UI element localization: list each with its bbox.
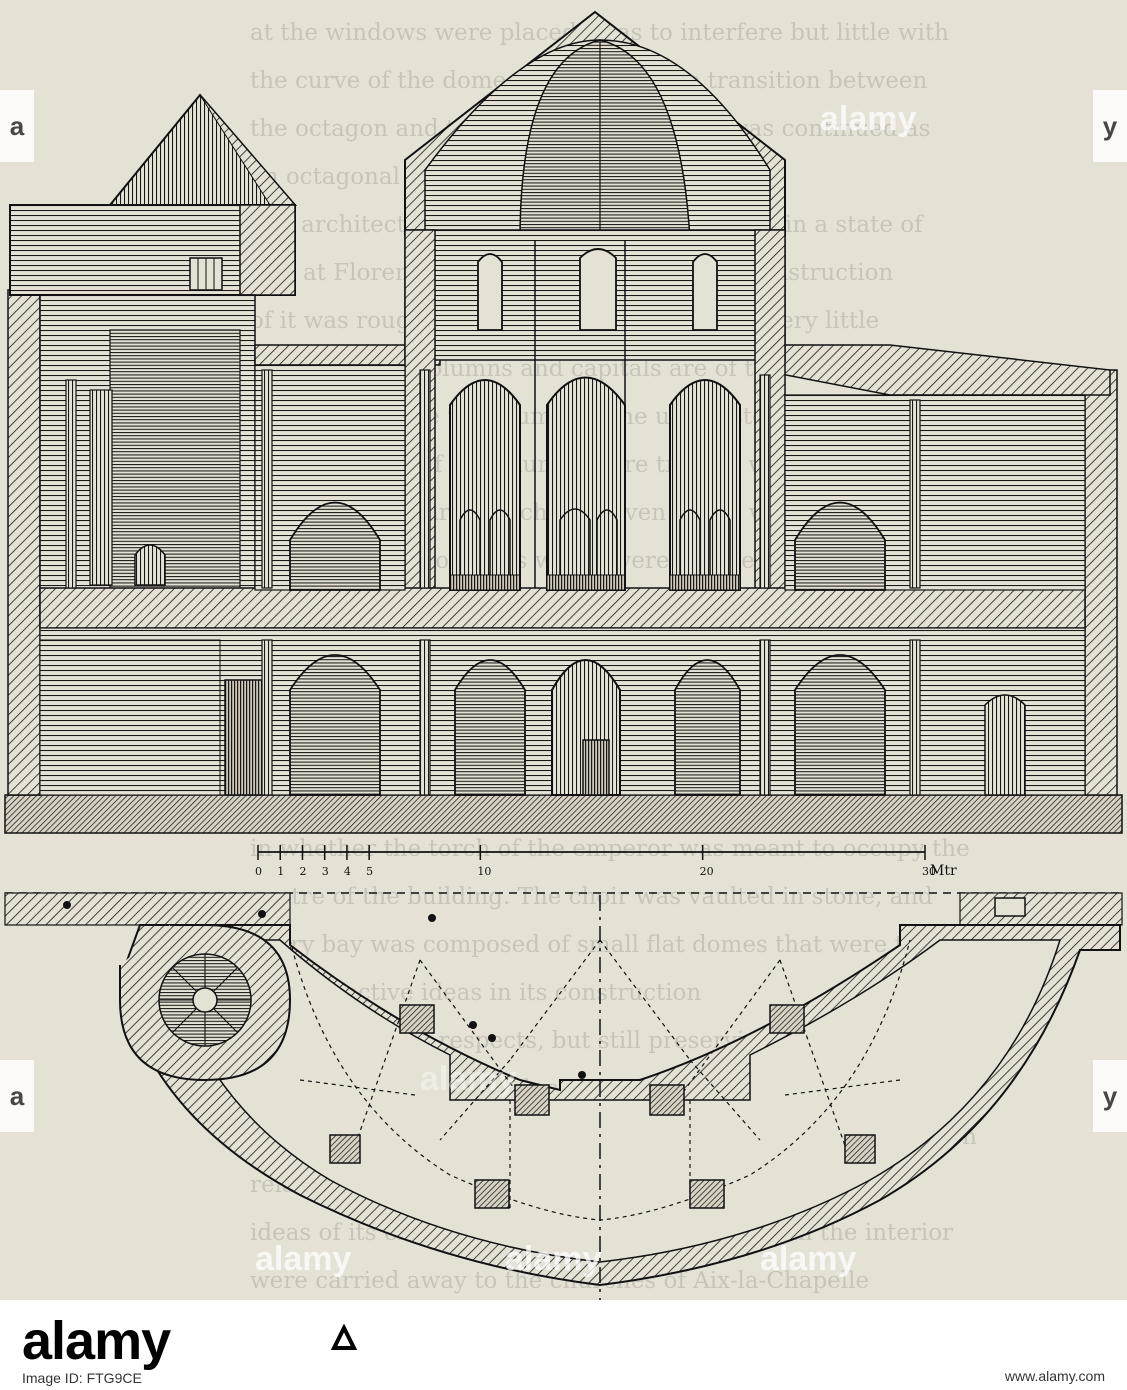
brand-mark-icon (330, 1323, 358, 1350)
scale-unit: Mtr (930, 863, 957, 879)
plan-dotted-vaults (289, 939, 911, 1221)
watermark-edge-tab: y (1093, 1060, 1127, 1132)
spiral-staircase (119, 924, 292, 1082)
watermark-edge-tab: y (1093, 90, 1127, 162)
gallery-floor (39, 587, 1086, 629)
scale-tick-label: 1 (277, 865, 284, 878)
stock-footer: alamy Image ID: FTG9CE www.alamy.com (0, 1300, 1127, 1390)
plan-niche (994, 897, 1026, 917)
watermark-logo: alamy (760, 1240, 857, 1278)
scale-tick-label: 10 (477, 865, 491, 878)
right-outer-wall (1084, 369, 1118, 796)
right-aisle-roof (759, 344, 1111, 396)
watermark-logo: alamy (820, 100, 917, 138)
upper-gallery-arches (254, 364, 1086, 591)
background-text-line: every bay was composed of small flat dom… (250, 932, 933, 958)
image-id-label: Image ID: FTG9CE (22, 1370, 142, 1386)
columns (65, 369, 921, 796)
section-elevation (4, 10, 1123, 834)
site-url[interactable]: www.alamy.com (1004, 1368, 1105, 1384)
scale-tick-label: 20 (700, 865, 714, 878)
scale-tick-label: 0 (255, 865, 262, 878)
background-text-line: in whether the torch of the emperor was … (250, 836, 970, 862)
watermark-logo: alamy (420, 1060, 517, 1098)
architectural-drawing: 0 1 2 3 4 5 10 20 30 Mtr (4, 10, 1123, 1300)
watermark-logo: alamy (505, 1240, 602, 1278)
watermark-logo: alamy (255, 1240, 352, 1278)
brand-logo: alamy (22, 1311, 171, 1371)
scale-tick-label: 4 (344, 865, 351, 878)
plan-column-dots (63, 901, 586, 1079)
background-text-line: centre of the building. The choir was va… (250, 884, 933, 910)
watermark-edge-tab: a (0, 1060, 34, 1132)
scale-tick-label: 3 (322, 865, 329, 878)
scale-tick-label: 2 (299, 865, 306, 878)
engraving-plate: at the windows were placed so as to inte… (0, 10, 1127, 1300)
left-outer-wall (7, 289, 41, 796)
left-aisle-roof (254, 344, 441, 366)
watermark-edge-tab: a (0, 90, 34, 162)
scale-tick-label: 5 (366, 865, 373, 878)
plan-piers (329, 1004, 876, 1209)
floor-plan (4, 892, 1123, 1300)
scale-bar: 0 1 2 3 4 5 10 20 30 Mtr (255, 845, 957, 879)
left-tower (9, 93, 298, 296)
scale-tick-label: 30 (922, 865, 936, 878)
lower-arches (39, 627, 1086, 796)
plan-inner-floor (159, 939, 1062, 1263)
ground-band (4, 794, 1123, 834)
